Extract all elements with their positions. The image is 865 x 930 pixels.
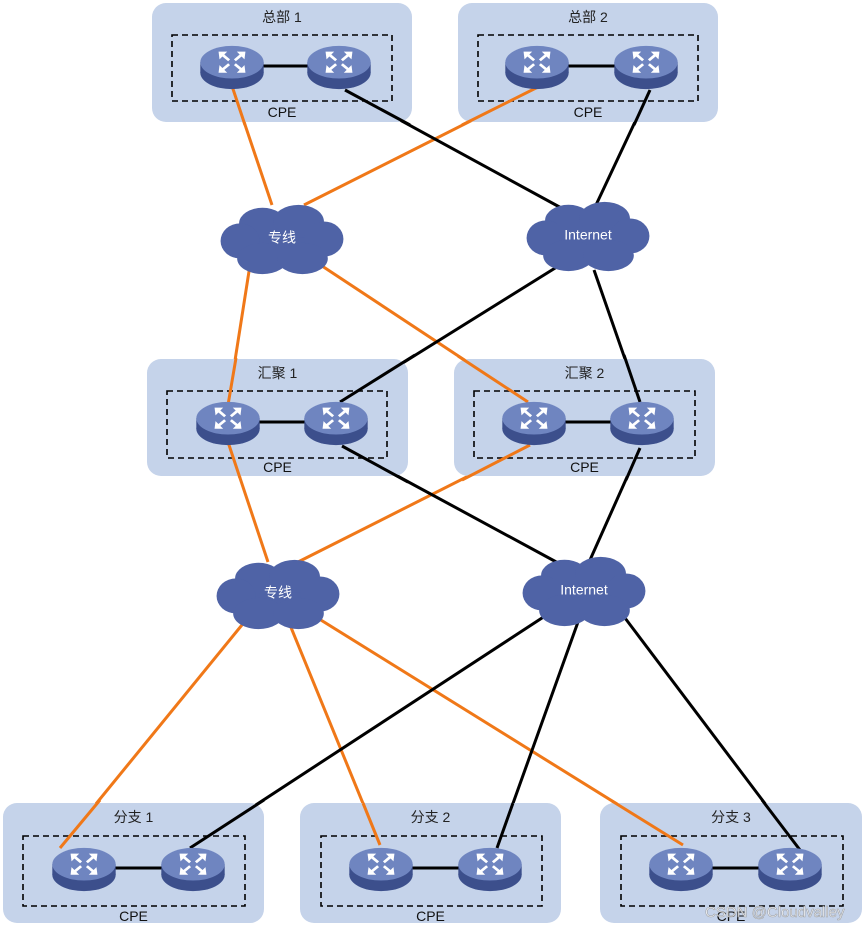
cpe-label: CPE (717, 908, 746, 924)
router-icon (306, 45, 372, 90)
site-title: 总部 2 (568, 9, 608, 25)
link-agg1-inet2-end (341, 444, 409, 484)
cpe-group-border (166, 390, 388, 459)
cpe-group-border (477, 34, 699, 102)
link-mpls2-br3-end (611, 799, 684, 847)
link-inet1-agg1-end (339, 353, 416, 404)
cloud-inet2: Internet (522, 556, 646, 627)
watermark: CSDN @Cloudvalley (705, 904, 845, 921)
cloud-label: Internet (560, 582, 608, 598)
cpe-routers-hq2 (504, 45, 679, 90)
link-hq1-mpls1-end (230, 85, 247, 126)
link-hq1-inet1-end (344, 88, 411, 127)
router-icon (348, 847, 414, 892)
cpe-label: CPE (416, 908, 445, 924)
cpe-group-border (620, 835, 844, 907)
site-hq2: 总部 2 CPE (458, 3, 718, 122)
cpe-routers-agg2 (501, 401, 675, 446)
cpe-label: CPE (119, 908, 148, 924)
link-hq2-mpls1-end (461, 84, 541, 127)
router-icon (609, 401, 675, 446)
cpe-routers-agg1 (195, 401, 369, 446)
link-inet2-br2-end (495, 802, 515, 849)
site-box (458, 3, 718, 122)
clouds-layer: 专线 Internet 专线 Internet (216, 201, 650, 630)
router-icon (199, 45, 265, 90)
cpe-routers-br2 (348, 847, 523, 892)
router-icon (51, 847, 117, 892)
link-inet2-br1-end (189, 798, 265, 850)
routers-layer (51, 45, 823, 892)
site-title: 汇聚 2 (565, 365, 605, 381)
cloud-mpls2: 专线 (216, 559, 340, 630)
site-title: 分支 2 (411, 809, 451, 825)
cloud-label: 专线 (268, 230, 296, 246)
site-box (3, 803, 264, 923)
site-title: 分支 1 (114, 809, 154, 825)
site-title: 总部 1 (262, 9, 302, 25)
cpe-group-border (171, 34, 393, 102)
site-agg1: 汇聚 1 CPE (147, 359, 408, 476)
cpe-routers-br1 (51, 847, 226, 892)
router-icon (648, 847, 714, 892)
cpe-group-border (473, 390, 696, 459)
router-icon (457, 847, 523, 892)
router-icon (303, 401, 369, 446)
cpe-label: CPE (268, 104, 297, 120)
site-box (454, 359, 715, 476)
link-mpls2-br1-end (58, 799, 102, 849)
cloud-label: Internet (564, 227, 612, 243)
link-endpoints-layer (58, 84, 802, 851)
site-title: 分支 3 (711, 809, 751, 825)
cpe-group-border (22, 835, 246, 907)
cpe-routers-br3 (648, 847, 823, 892)
link-agg2-mpls2-end (461, 443, 531, 482)
site-br2: 分支 2 CPE (300, 803, 561, 924)
link-mpls1-agg1-end (226, 357, 238, 406)
link-inet1-agg2-end (622, 354, 642, 403)
router-icon (195, 401, 261, 446)
cpe-label: CPE (570, 459, 599, 475)
sites-layer: 总部 1 CPE 总部 2 CPE 汇聚 1 CPE 汇聚 2 CPE 分支 1 CPE 分支 2 C… (3, 3, 862, 924)
site-title: 汇聚 1 (258, 365, 298, 381)
link-inet2-br3-end (760, 799, 802, 851)
site-box (300, 803, 561, 923)
router-icon (501, 401, 567, 446)
cpe-routers-hq1 (199, 45, 372, 90)
router-icon (504, 45, 570, 90)
cpe-label: CPE (263, 459, 292, 475)
router-icon (160, 847, 226, 892)
cloud-label: 专线 (264, 585, 292, 601)
cpe-label: CPE (574, 104, 603, 120)
link-mpls1-agg2-end (457, 354, 529, 404)
link-mpls2-br2-end (361, 802, 382, 846)
router-icon (613, 45, 679, 90)
link-agg1-mpls2-end (226, 441, 242, 479)
router-icon (757, 847, 823, 892)
cloud-mpls1: 专线 (220, 204, 344, 275)
cpe-group-border (320, 835, 543, 907)
site-br1: 分支 1 CPE (3, 803, 264, 924)
cloud-inet1: Internet (526, 201, 650, 272)
link-agg2-inet2-end (624, 447, 642, 481)
site-agg2: 汇聚 2 CPE (454, 359, 715, 476)
link-hq2-inet1-end (632, 89, 652, 126)
